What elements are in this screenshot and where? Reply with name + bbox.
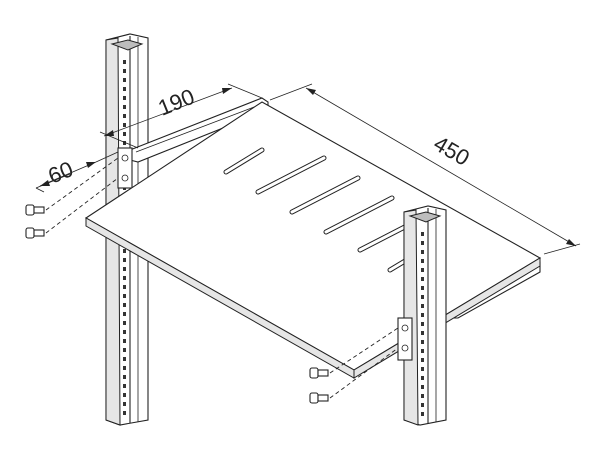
rail-hole xyxy=(123,348,126,352)
right-front-bracket xyxy=(397,317,413,361)
rail-hole xyxy=(123,411,126,415)
rail-hole xyxy=(123,321,126,325)
rail-hole xyxy=(123,357,126,361)
left-screws xyxy=(25,157,119,239)
rail-hole xyxy=(123,105,126,109)
rail-hole xyxy=(421,358,424,362)
rail-hole xyxy=(421,394,424,398)
right-screws xyxy=(309,327,399,404)
rail-hole xyxy=(421,331,424,335)
rail-hole xyxy=(123,285,126,289)
rail-hole xyxy=(421,232,424,236)
rail-hole xyxy=(421,376,424,380)
vent-slot xyxy=(256,156,326,194)
rail-hole xyxy=(123,303,126,307)
rail-hole xyxy=(123,249,126,253)
dimension-label-190: 190 xyxy=(155,84,198,121)
rail-hole xyxy=(123,312,126,316)
screw-icon xyxy=(309,367,329,379)
rail-hole xyxy=(421,259,424,263)
rail-hole xyxy=(123,258,126,262)
vent-slot xyxy=(224,148,264,174)
rail-hole xyxy=(421,286,424,290)
rail-hole xyxy=(421,349,424,353)
rail-hole xyxy=(123,132,126,136)
rail-hole xyxy=(421,277,424,281)
rail-hole xyxy=(421,241,424,245)
rail-hole xyxy=(123,294,126,298)
rail-hole xyxy=(421,322,424,326)
screw-icon xyxy=(25,204,45,216)
dimension-label-450: 450 xyxy=(430,131,474,171)
rail-hole xyxy=(123,384,126,388)
rail-hole xyxy=(421,367,424,371)
right-rail xyxy=(403,205,447,426)
rail-hole xyxy=(123,366,126,370)
dimension-label-60: 60 xyxy=(45,156,77,188)
rail-hole xyxy=(421,295,424,299)
screw-icon xyxy=(309,392,329,404)
rail-hole xyxy=(123,123,126,127)
rail-hole xyxy=(123,87,126,91)
rail-hole xyxy=(123,96,126,100)
rail-hole xyxy=(123,402,126,406)
vent-slot xyxy=(324,196,394,234)
right-rail-holes xyxy=(421,232,424,416)
rail-hole xyxy=(421,304,424,308)
screw-icon xyxy=(25,227,45,239)
rail-hole xyxy=(123,78,126,82)
rail-hole xyxy=(123,69,126,73)
rail-hole xyxy=(123,339,126,343)
rail-hole xyxy=(421,412,424,416)
rail-hole xyxy=(123,393,126,397)
rail-hole xyxy=(123,114,126,118)
vent-slot xyxy=(290,176,360,214)
rail-hole xyxy=(123,267,126,271)
rail-hole xyxy=(123,141,126,145)
rail-hole xyxy=(123,375,126,379)
rail-hole xyxy=(421,268,424,272)
rail-hole xyxy=(421,403,424,407)
rail-hole xyxy=(123,60,126,64)
rail-hole xyxy=(421,385,424,389)
rail-hole xyxy=(123,276,126,280)
rail-hole xyxy=(421,340,424,344)
rail-hole xyxy=(123,330,126,334)
rail-hole xyxy=(421,313,424,317)
rail-hole xyxy=(421,250,424,254)
